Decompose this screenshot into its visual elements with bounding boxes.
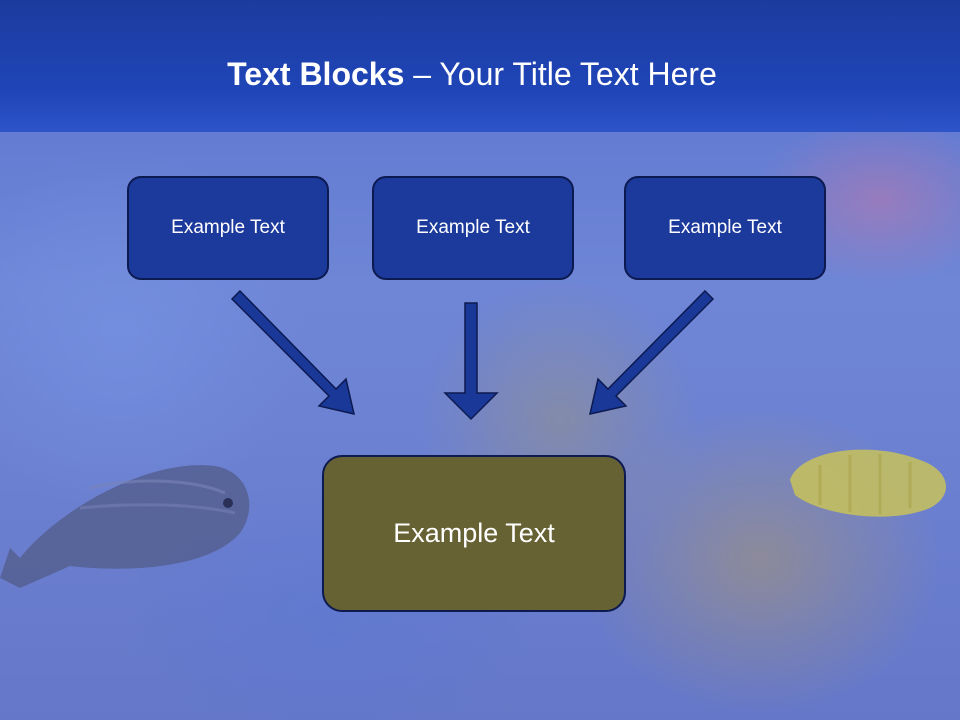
bottom-text-block[interactable]: Example Text xyxy=(322,455,626,612)
top-text-block-2[interactable]: Example Text xyxy=(372,176,574,280)
top-text-block-1[interactable]: Example Text xyxy=(127,176,329,280)
title-rest: Your Title Text Here xyxy=(439,56,717,92)
title-bar: Text Blocks – Your Title Text Here xyxy=(0,0,960,132)
slide-title: Text Blocks – Your Title Text Here xyxy=(0,54,944,94)
title-bold-part: Text Blocks xyxy=(227,56,405,92)
arrow-down-left-icon xyxy=(589,289,715,415)
title-dash: – xyxy=(413,56,432,92)
arrow-down-icon xyxy=(443,302,499,421)
fish-image-right xyxy=(790,449,947,517)
top-text-block-3[interactable]: Example Text xyxy=(624,176,826,280)
arrow-down-right-icon xyxy=(230,289,355,415)
fish-image-left xyxy=(0,465,250,588)
